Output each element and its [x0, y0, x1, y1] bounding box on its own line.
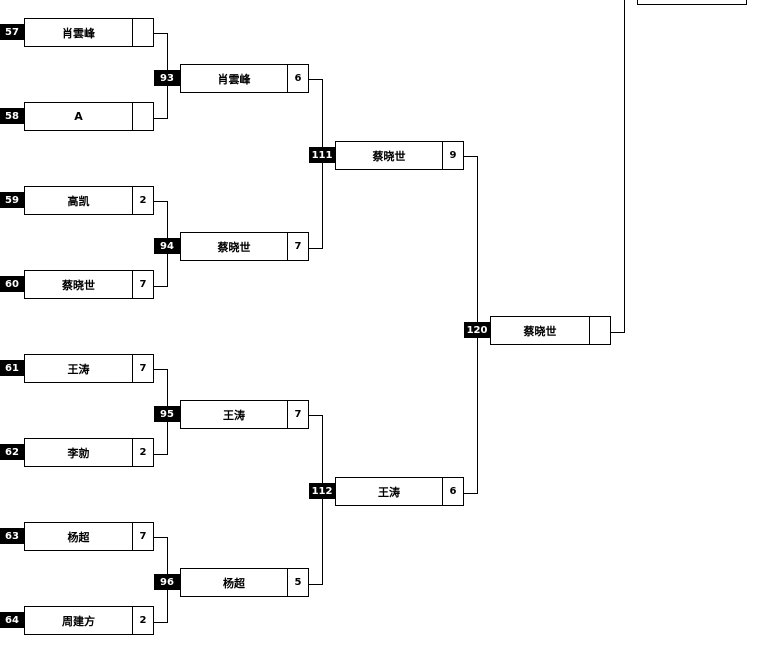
player-name: 周建方 [62, 614, 95, 628]
player-name: A [74, 110, 83, 123]
match-r1-0[interactable]: 57 肖雲峰 [0, 18, 154, 47]
match-r1-2[interactable]: 59 高凯 2 [0, 186, 154, 215]
match-number-badge: 59 [0, 192, 24, 208]
match-r1-4[interactable]: 61 王涛 7 [0, 354, 154, 383]
player-slot[interactable]: 王涛 6 [335, 477, 464, 506]
player-slot[interactable]: 周建方 2 [24, 606, 154, 635]
match-r1-6[interactable]: 63 杨超 7 [0, 522, 154, 551]
player-slot[interactable]: 肖雲峰 [24, 18, 154, 47]
player-name: 蔡晓世 [62, 278, 95, 292]
next-round-slot [637, 0, 747, 5]
match-r1-7[interactable]: 64 周建方 2 [0, 606, 154, 635]
player-score: 7 [132, 523, 153, 550]
bracket-connector-line [308, 79, 323, 249]
match-number-badge: 111 [309, 147, 335, 163]
player-slot[interactable]: 王涛 7 [24, 354, 154, 383]
match-r2-2[interactable]: 95 王涛 7 [154, 400, 309, 429]
player-score [589, 317, 610, 344]
player-score: 2 [132, 607, 153, 634]
match-number-badge: 120 [464, 322, 490, 338]
player-name: 李勍 [67, 446, 90, 460]
player-slot[interactable]: 蔡晓世 [490, 316, 611, 345]
player-slot[interactable]: 王涛 7 [180, 400, 309, 429]
match-r1-5[interactable]: 62 李勍 2 [0, 438, 154, 467]
player-score [132, 103, 153, 130]
player-slot[interactable]: 杨超 5 [180, 568, 309, 597]
player-slot[interactable]: 蔡晓世 7 [24, 270, 154, 299]
match-number-badge: 58 [0, 108, 24, 124]
match-r3-1[interactable]: 112 王涛 6 [309, 477, 464, 506]
match-r2-1[interactable]: 94 蔡晓世 7 [154, 232, 309, 261]
player-slot[interactable]: 蔡晓世 7 [180, 232, 309, 261]
player-score: 7 [132, 355, 153, 382]
player-slot[interactable]: 高凯 2 [24, 186, 154, 215]
player-score: 5 [287, 569, 308, 596]
player-score: 7 [287, 401, 308, 428]
match-number-badge: 93 [154, 70, 180, 86]
player-slot[interactable]: 蔡晓世 9 [335, 141, 464, 170]
match-number-badge: 96 [154, 574, 180, 590]
match-number-badge: 94 [154, 238, 180, 254]
player-name: 蔡晓世 [217, 240, 251, 254]
bracket-connector-line [610, 0, 625, 333]
match-number-badge: 63 [0, 528, 24, 544]
player-name: 王涛 [223, 408, 245, 422]
match-number-badge: 112 [309, 483, 335, 499]
match-number-badge: 62 [0, 444, 24, 460]
match-r2-0[interactable]: 93 肖雲峰 6 [154, 64, 309, 93]
player-slot[interactable]: A [24, 102, 154, 131]
player-score: 9 [442, 142, 463, 169]
player-score: 6 [287, 65, 308, 92]
match-number-badge: 64 [0, 612, 24, 628]
player-name: 王涛 [67, 362, 90, 376]
match-number-badge: 95 [154, 406, 180, 422]
player-name: 高凯 [67, 194, 90, 208]
player-score: 2 [132, 187, 153, 214]
player-score: 7 [287, 233, 308, 260]
player-score [132, 19, 153, 46]
player-score: 6 [442, 478, 463, 505]
player-name: 肖雲峰 [62, 26, 95, 40]
match-r2-3[interactable]: 96 杨超 5 [154, 568, 309, 597]
match-number-badge: 57 [0, 24, 24, 40]
match-r1-1[interactable]: 58 A [0, 102, 154, 131]
player-slot[interactable]: 杨超 7 [24, 522, 154, 551]
match-r3-0[interactable]: 111 蔡晓世 9 [309, 141, 464, 170]
match-number-badge: 60 [0, 276, 24, 292]
player-name: 杨超 [67, 530, 90, 544]
player-score: 7 [132, 271, 153, 298]
match-number-badge: 61 [0, 360, 24, 376]
bracket-connector-line [308, 415, 323, 585]
player-name: 肖雲峰 [217, 72, 251, 86]
player-name: 王涛 [378, 485, 400, 499]
player-slot[interactable]: 李勍 2 [24, 438, 154, 467]
player-score: 2 [132, 439, 153, 466]
player-name: 蔡晓世 [523, 324, 557, 338]
match-r4-0[interactable]: 120 蔡晓世 [464, 316, 611, 345]
player-name: 杨超 [223, 576, 245, 590]
player-name: 蔡晓世 [372, 149, 406, 163]
match-r1-3[interactable]: 60 蔡晓世 7 [0, 270, 154, 299]
player-slot[interactable]: 肖雲峰 6 [180, 64, 309, 93]
